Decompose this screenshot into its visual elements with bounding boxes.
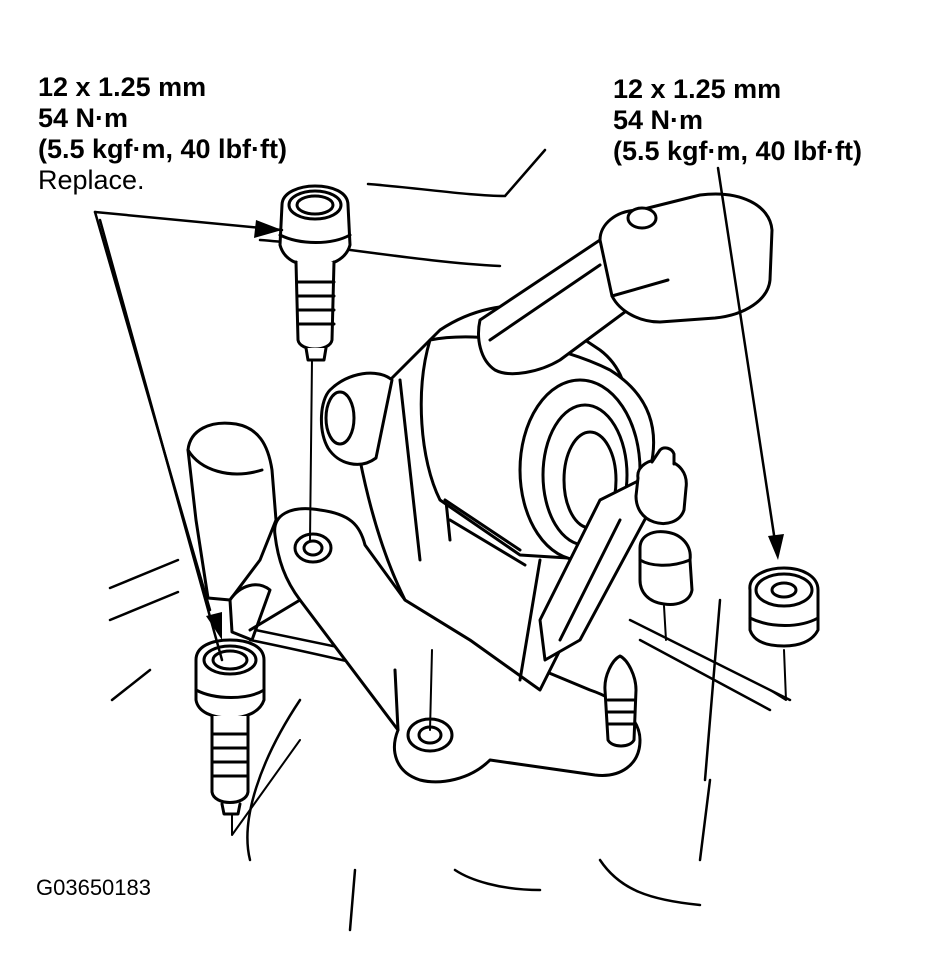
- leader-arrowheads: [206, 220, 784, 640]
- right-nut-torque-nm: 54 N·m: [613, 105, 704, 135]
- right-nut-size: 12 x 1.25 mm: [613, 74, 782, 104]
- right-nut-callout: 12 x 1.25 mm 54 N·m (5.5 kgf·m, 40 lbf·f…: [613, 74, 862, 167]
- lower-flange-bolt: [194, 638, 266, 816]
- right-stud-cap: [638, 530, 694, 606]
- alignment-lines: [231, 359, 787, 836]
- bracket-stub: [319, 371, 394, 466]
- top-stud: [634, 446, 688, 525]
- left-bolt-callout: 12 x 1.25 mm 54 N·m (5.5 kgf·m, 40 lbf·f…: [38, 72, 287, 196]
- figure-code: G03650183: [36, 875, 151, 900]
- lower-stud: [603, 654, 638, 748]
- left-bolt-torque-alt: (5.5 kgf·m, 40 lbf·ft): [38, 134, 288, 164]
- flange-nut: [748, 566, 820, 648]
- left-bolt-torque-nm: 54 N·m: [38, 103, 129, 133]
- left-bolt-note: Replace.: [38, 165, 145, 195]
- left-bolt-size: 12 x 1.25 mm: [38, 72, 207, 102]
- leader-lines: [93, 166, 778, 662]
- upper-mount-arm: [477, 192, 774, 376]
- right-nut-torque-alt: (5.5 kgf·m, 40 lbf·ft): [613, 136, 863, 166]
- mount-base-plate: [248, 507, 642, 784]
- upper-flange-bolt: [278, 184, 352, 362]
- left-bracket-arm: [186, 421, 278, 642]
